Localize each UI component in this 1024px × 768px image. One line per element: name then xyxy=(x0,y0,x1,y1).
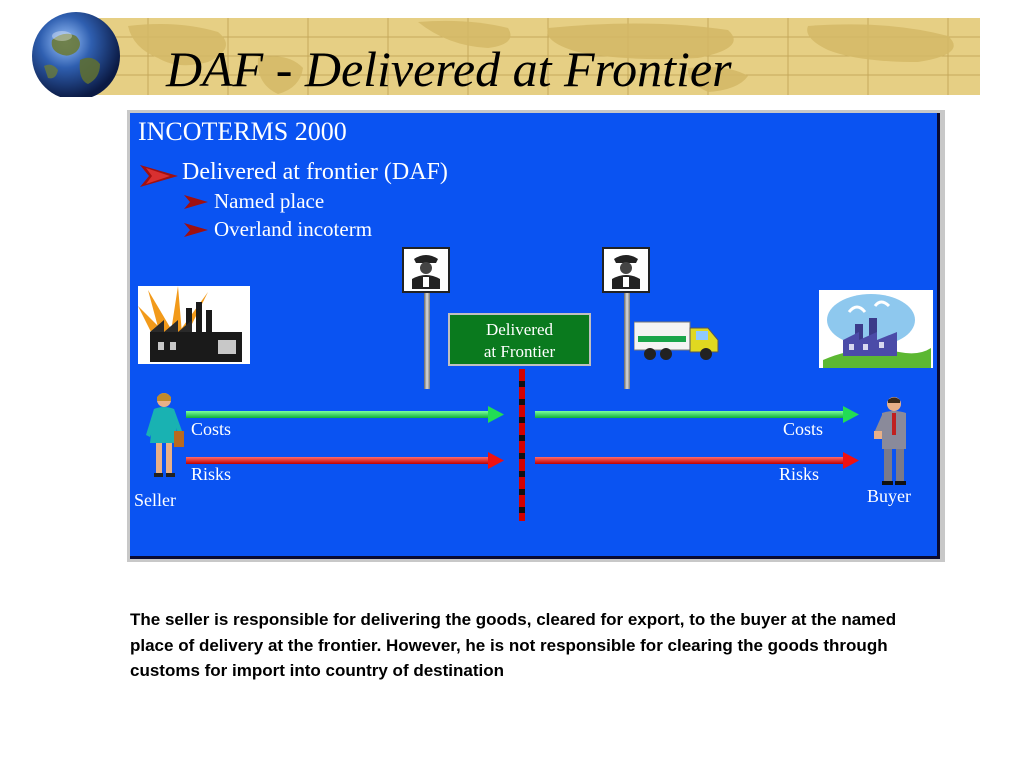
risks-arrow-left xyxy=(186,452,504,469)
delivered-box-line2: at Frontier xyxy=(483,342,556,361)
seller-label: Seller xyxy=(134,490,176,510)
truck-icon xyxy=(634,321,719,360)
delivered-at-frontier-box: Delivered at Frontier xyxy=(448,313,591,366)
costs-arrow-right xyxy=(535,406,859,423)
right-risks-label: Risks xyxy=(779,464,820,484)
panel-heading: INCOTERMS 2000 xyxy=(138,117,347,146)
sign-pole xyxy=(424,293,430,389)
buyer-label: Buyer xyxy=(867,486,911,506)
left-costs-label: Costs xyxy=(191,419,232,439)
slide-header: DAF - Delivered at Frontier xyxy=(0,0,1024,97)
risks-arrow-right xyxy=(535,452,859,469)
costs-arrow-left xyxy=(186,406,504,423)
customs-officer-sign xyxy=(602,247,650,293)
buyer-person-icon xyxy=(874,397,906,485)
sub-bullet-overland: Overland incoterm xyxy=(214,217,373,241)
arrow-bullet-icon xyxy=(184,195,208,209)
frontier-pole xyxy=(519,369,525,521)
globe-icon xyxy=(32,12,120,97)
customs-officer-icon xyxy=(612,255,640,289)
left-risks-label: Risks xyxy=(191,464,232,484)
right-costs-label: Costs xyxy=(783,419,824,439)
buyer-factory-icon xyxy=(819,290,933,368)
sub-bullet-named-place: Named place xyxy=(214,189,325,213)
slide-title: DAF - Delivered at Frontier xyxy=(166,41,732,97)
factory-icon xyxy=(138,286,250,364)
explanation-text: The seller is responsible for delivering… xyxy=(130,610,897,680)
arrow-bullet-icon xyxy=(184,223,208,237)
delivered-box-line1: Delivered xyxy=(485,320,554,339)
customs-officer-icon xyxy=(412,255,440,289)
main-bullet-text: Delivered at frontier (DAF) xyxy=(182,159,448,185)
customs-officer-sign xyxy=(402,247,450,293)
panel-content: INCOTERMS 2000 Delivered at frontier (DA… xyxy=(130,113,940,559)
incoterms-panel: INCOTERMS 2000 Delivered at frontier (DA… xyxy=(127,110,945,562)
sign-pole xyxy=(624,293,630,389)
seller-person-icon xyxy=(146,393,184,477)
arrow-bullet-icon xyxy=(140,165,178,187)
world-map-background xyxy=(88,18,980,95)
flow-arrows xyxy=(186,406,859,469)
